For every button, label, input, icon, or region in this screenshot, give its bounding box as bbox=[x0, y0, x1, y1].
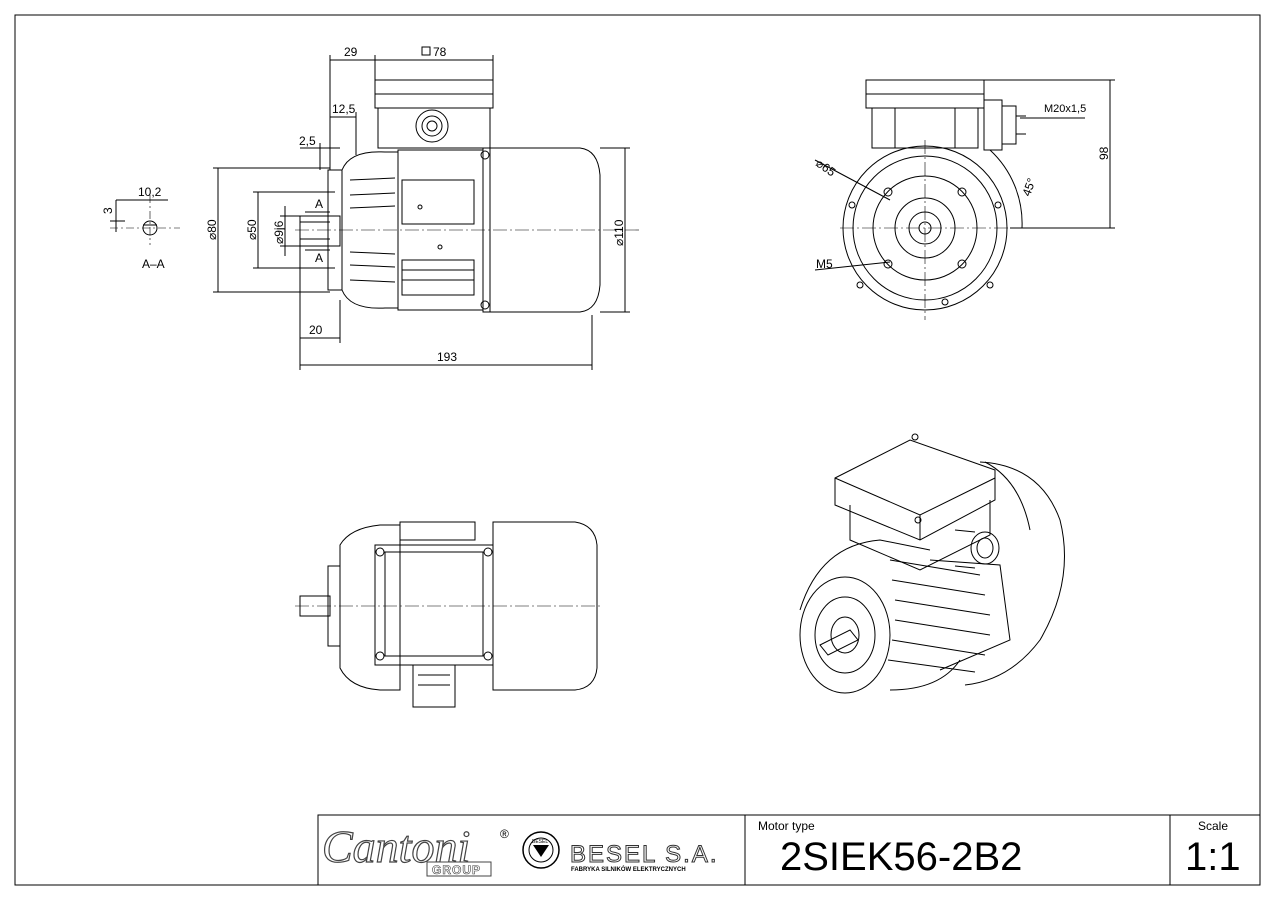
dim-phi-65: ⌀65 bbox=[813, 156, 838, 179]
scale-label: Scale bbox=[1198, 819, 1228, 833]
title-block: Cantoni ® GROUP BESEL BESEL S.A. FABRYKA… bbox=[317, 814, 1261, 886]
cut-marker-a-top: A bbox=[315, 197, 323, 211]
besel-subtitle: FABRYKA SILNIKÓW ELEKTRYCZNYCH bbox=[571, 865, 686, 873]
scale-value: 1:1 bbox=[1185, 835, 1241, 879]
dim-phi-80: ⌀80 bbox=[205, 219, 219, 240]
square-symbol bbox=[421, 46, 431, 56]
group-box bbox=[426, 861, 492, 877]
besel-logo: BESEL S.A. bbox=[570, 841, 719, 868]
registered-mark: ® bbox=[500, 827, 509, 841]
dim-20: 20 bbox=[309, 323, 323, 337]
group-label: GROUP bbox=[432, 863, 481, 877]
dim-m20: M20x1,5 bbox=[1044, 103, 1086, 115]
besel-seal-text: BESEL bbox=[532, 839, 548, 845]
dimension-labels: 29 78 12,5 2,5 10,2 3 A–A ⌀80 ⌀50 ⌀9j6 A… bbox=[101, 45, 1111, 364]
besel-seal-icon: BESEL bbox=[522, 831, 560, 869]
dim-78: 78 bbox=[433, 45, 447, 59]
motor-type-label: Motor type bbox=[758, 819, 815, 833]
front-view bbox=[814, 79, 1115, 320]
isometric-view bbox=[799, 433, 1065, 694]
dim-phi-50: ⌀50 bbox=[245, 219, 259, 240]
dim-phi-9j6: ⌀9j6 bbox=[272, 220, 286, 244]
top-view bbox=[295, 521, 600, 708]
dim-193: 193 bbox=[437, 350, 457, 364]
section-a-a bbox=[110, 195, 180, 245]
dim-m5: M5 bbox=[816, 257, 833, 271]
section-label: A–A bbox=[142, 257, 165, 271]
cut-marker-a-bottom: A bbox=[315, 251, 323, 265]
dim-12-5: 12,5 bbox=[332, 102, 356, 116]
dim-3: 3 bbox=[101, 207, 115, 214]
dim-2-5: 2,5 bbox=[299, 134, 316, 148]
side-view bbox=[213, 55, 640, 370]
motor-type-value: 2SIEK56-2B2 bbox=[780, 835, 1022, 879]
dim-phi-110: ⌀110 bbox=[612, 219, 626, 246]
dim-45-deg: 45° bbox=[1019, 176, 1038, 198]
dim-10-2: 10,2 bbox=[138, 185, 162, 199]
dim-29: 29 bbox=[344, 45, 358, 59]
drawing-frame bbox=[14, 14, 1261, 886]
dim-98: 98 bbox=[1097, 146, 1111, 160]
